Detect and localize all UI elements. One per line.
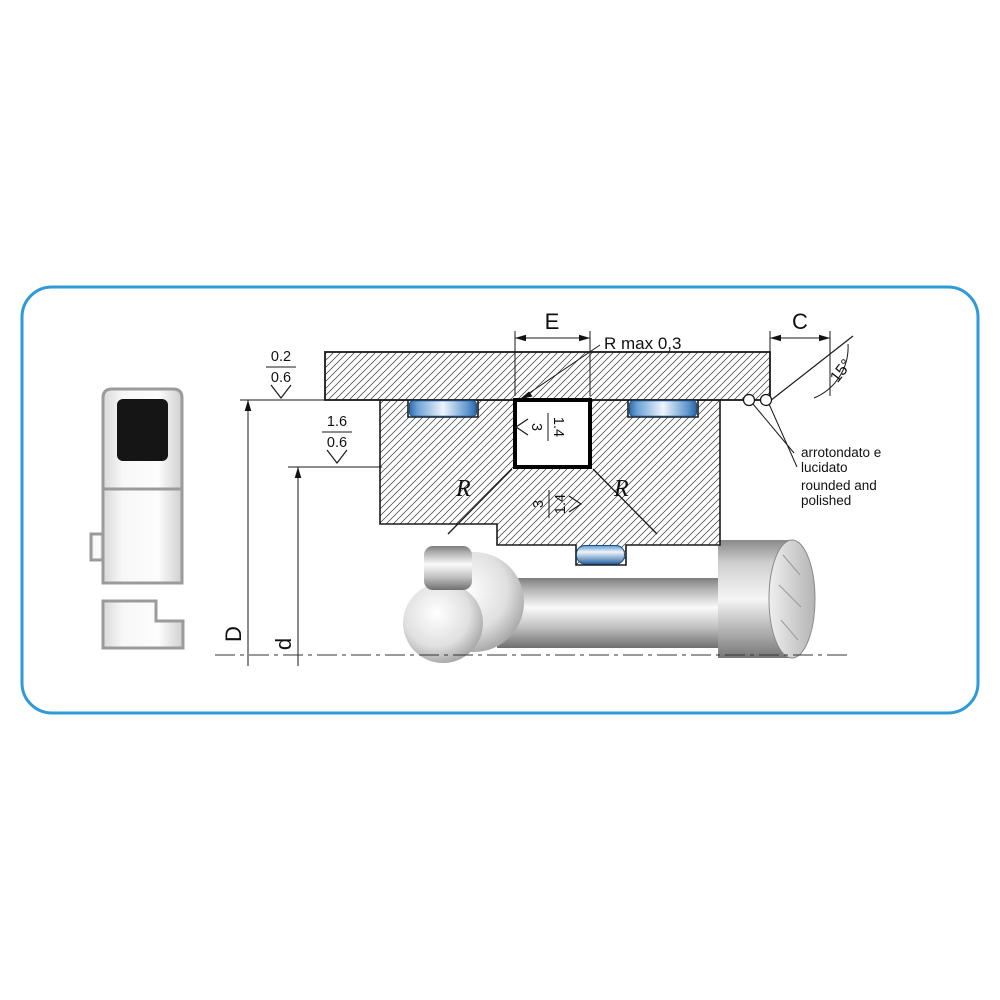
edge-leader-2 <box>768 403 798 468</box>
annotation-lines <box>240 331 854 666</box>
note-english-2: polished <box>801 493 851 508</box>
e-arrow-right <box>579 334 590 342</box>
chamfer-line <box>769 335 854 402</box>
c-arrow-right <box>819 334 830 342</box>
d-inner-arrow <box>294 467 302 478</box>
seal-profile-view <box>89 387 185 650</box>
finish-side-v1: 1.4 <box>550 417 566 437</box>
rod-ball-small <box>403 583 483 663</box>
finish-bottom-v1: 3 <box>531 500 547 508</box>
rmax-arrow <box>520 391 533 399</box>
angle-arc <box>813 343 849 399</box>
note-english-1: rounded and <box>801 478 877 493</box>
radius-leader-right <box>592 468 658 535</box>
piston-block <box>379 399 721 566</box>
profile-step <box>101 599 185 650</box>
dimension-arrows <box>244 334 830 478</box>
backup-ring-right <box>629 400 697 417</box>
rod-assembly <box>403 539 816 663</box>
rounded-edge-circle-2 <box>759 393 773 407</box>
rod-end-streaks <box>778 554 802 641</box>
rod-end-cap <box>768 539 816 659</box>
dim-label-e: E <box>545 309 560 334</box>
dim-label-d: d <box>271 638 296 650</box>
profile-tab <box>89 532 105 562</box>
note-italian-1: arrotondato e <box>801 445 881 460</box>
seal-square <box>513 398 592 469</box>
rod-mid-section <box>497 578 722 648</box>
finish-groove-v2: 0.6 <box>327 435 347 451</box>
finish-bore-check <box>270 384 292 399</box>
rmax-leader <box>521 344 601 399</box>
finish-groove-v1: 1.6 <box>327 414 347 430</box>
radius-label-right: R <box>613 476 629 502</box>
rounded-edge-circle-1 <box>742 393 756 407</box>
dim-label-D: D <box>221 626 246 642</box>
radius-leader-left <box>447 468 513 535</box>
cylinder-wall <box>324 351 771 401</box>
finish-side-v2: 3 <box>528 423 544 431</box>
note-italian-2: lucidato <box>801 460 848 475</box>
c-arrow-left <box>770 334 781 342</box>
finish-groove-bottom: 3 1.4 <box>531 490 583 518</box>
finish-groove-side: 1.4 3 <box>514 413 566 441</box>
backup-ring-left <box>409 400 477 417</box>
o-ring-bottom <box>576 545 625 565</box>
e-arrow-left <box>515 334 526 342</box>
finish-bottom-v2: 1.4 <box>553 494 569 514</box>
finish-bore-v2: 0.6 <box>271 370 291 386</box>
finish-groove-check <box>326 449 348 464</box>
dim-label-c: C <box>792 309 808 334</box>
finish-bore-v1: 0.2 <box>271 349 291 365</box>
d-outer-arrow <box>244 400 252 411</box>
profile-energizer <box>117 399 168 461</box>
rmax-label: R max 0,3 <box>604 334 681 353</box>
radius-label-left: R <box>455 476 471 502</box>
rod-collar <box>424 546 472 590</box>
profile-lower <box>101 487 184 585</box>
